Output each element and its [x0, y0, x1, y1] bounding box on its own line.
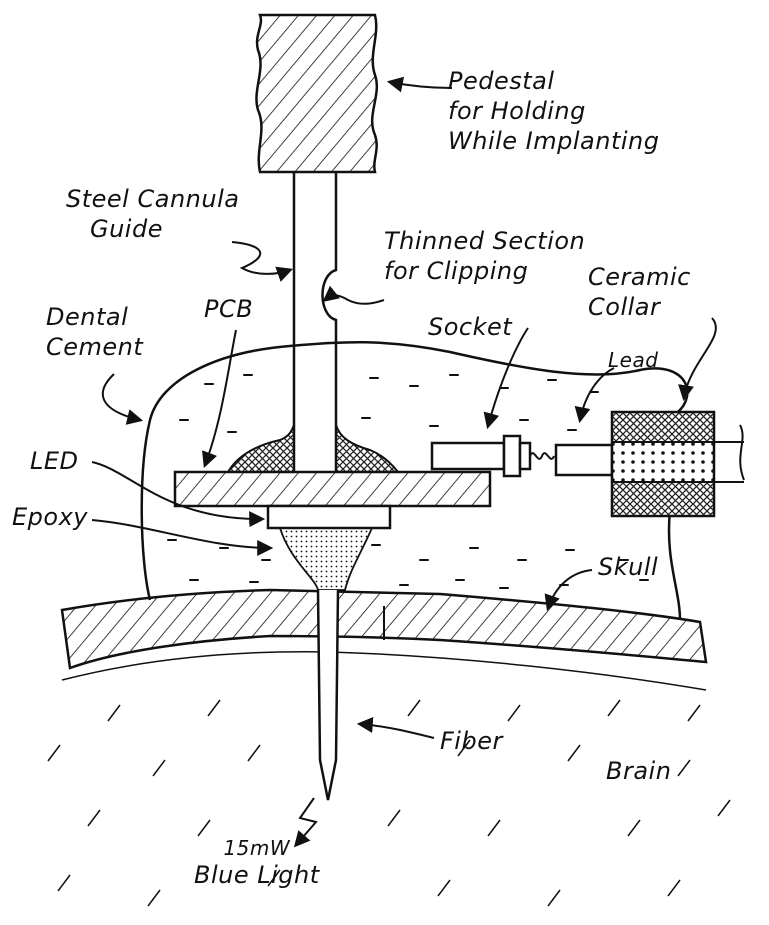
label-blue-light: 15mW Blue Light [194, 836, 320, 890]
ceramic-wire [714, 441, 744, 483]
brain-surface [61, 651, 707, 691]
label-pedestal: Pedestal for Holding While Implanting [448, 66, 659, 156]
label-thinned-line1: Thinned Section [384, 227, 586, 255]
label-dental-cement: Dental Cement [46, 302, 143, 362]
label-pedestal-line2: for Holding [448, 97, 586, 125]
label-cannula-line2: Guide [90, 215, 163, 243]
pcb [173, 470, 492, 508]
label-thinned-section: Thinned Section for Clipping [384, 226, 585, 286]
led [266, 504, 392, 530]
label-light-power: 15mW [223, 836, 291, 860]
label-pedestal-line1: Pedestal [448, 67, 555, 95]
steel-cannula-guide [292, 172, 338, 472]
label-skull: Skull [598, 553, 659, 581]
label-pedestal-line3: While Implanting [448, 127, 660, 155]
label-light-color: Blue Light [194, 861, 320, 889]
label-steel-cannula-guide: Steel Cannula Guide [66, 184, 239, 244]
fiber [316, 589, 340, 801]
label-dental-line1: Dental [46, 303, 129, 331]
label-lead: Lead [608, 348, 659, 372]
label-ceramic-line2: Collar [588, 293, 661, 321]
ceramic-collar-top [611, 411, 715, 443]
label-epoxy: Epoxy [12, 503, 88, 531]
epoxy-funnel [278, 527, 374, 591]
label-ceramic-line1: Ceramic [588, 263, 691, 291]
leader-lines [91, 76, 717, 739]
ceramic-collar-bottom [611, 481, 715, 517]
label-brain: Brain [606, 757, 672, 785]
epoxy-fillet [226, 424, 401, 473]
label-dental-line2: Cement [46, 333, 144, 361]
skull [60, 588, 708, 670]
wire-break [739, 424, 745, 481]
brain-tissue [47, 699, 731, 907]
socket-assembly [430, 434, 614, 478]
light-beam [293, 797, 318, 848]
label-cannula-line1: Steel Cannula [66, 185, 240, 213]
label-fiber: Fiber [440, 727, 503, 755]
label-ceramic-collar: Ceramic Collar [588, 262, 691, 322]
label-led: LED [30, 447, 79, 475]
label-pcb: PCB [204, 295, 254, 323]
pedestal [255, 13, 379, 174]
label-thinned-line2: for Clipping [384, 257, 529, 285]
cement-speckles [167, 374, 649, 589]
label-socket: Socket [428, 313, 513, 341]
ceramic-collar-core [611, 441, 715, 483]
